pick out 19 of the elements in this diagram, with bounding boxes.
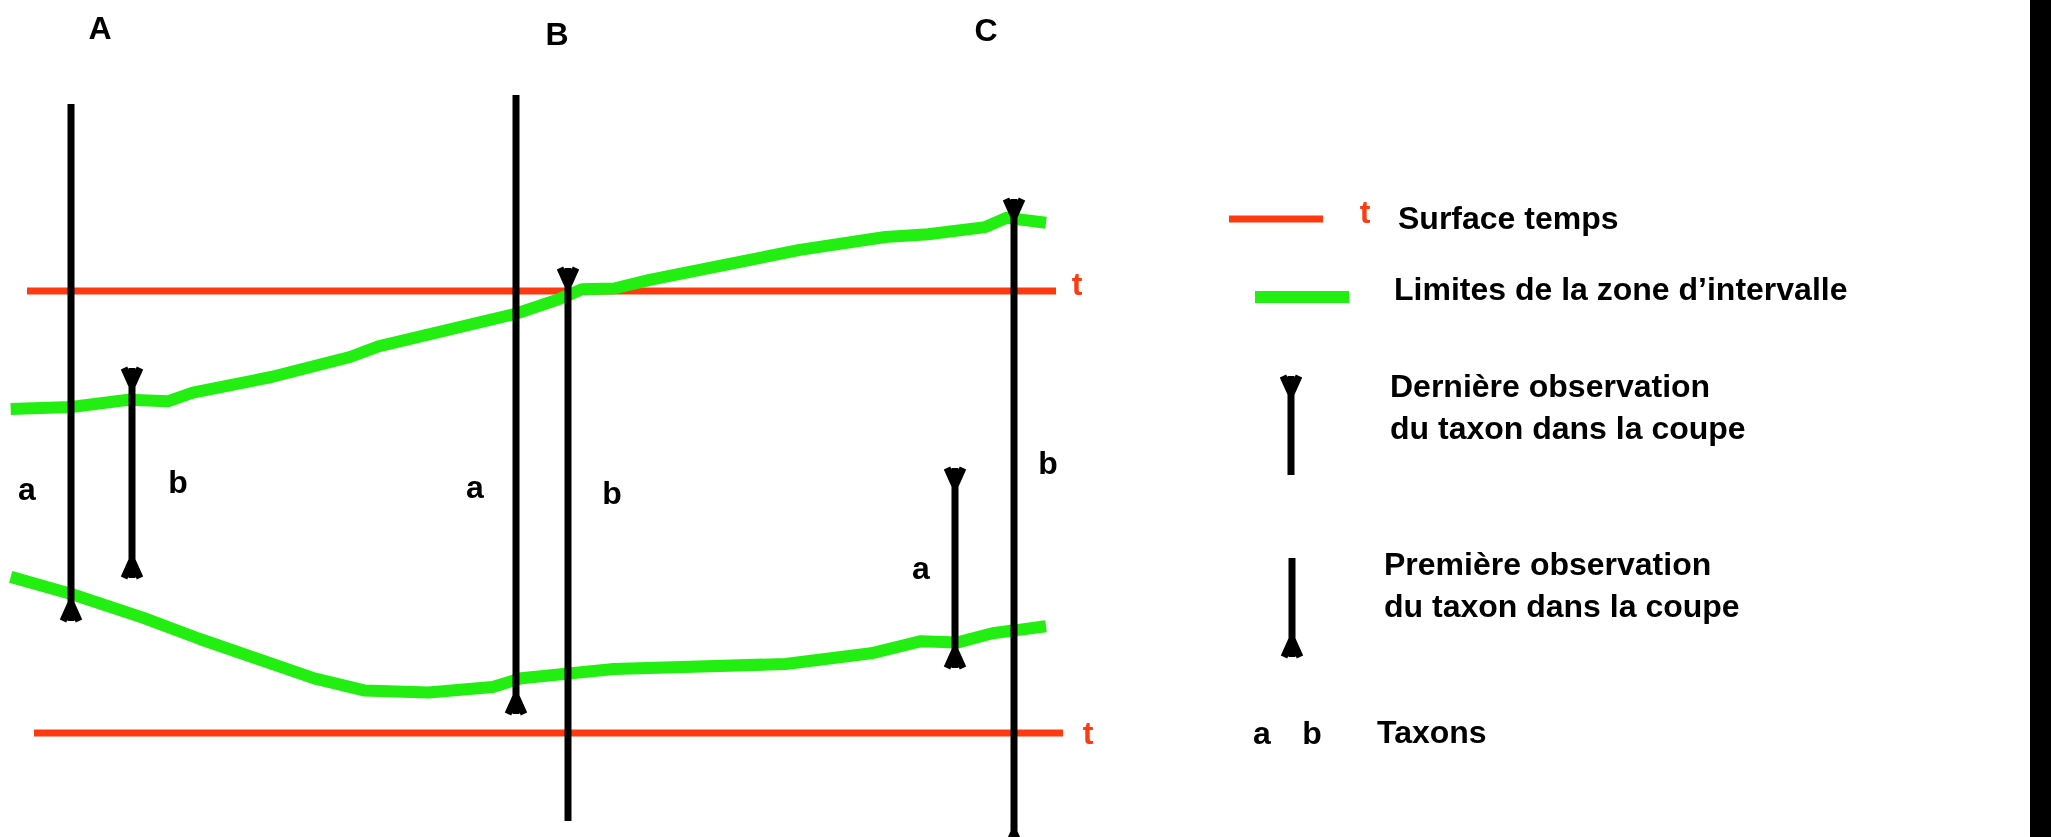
legend-sample-letter: a — [1253, 717, 1271, 749]
section-letter: B — [545, 18, 569, 50]
taxon-letter: b — [168, 466, 188, 498]
legend-text: Première observation du taxon dans la coupe — [1384, 545, 1741, 626]
legend-sample-letter: b — [1302, 717, 1322, 749]
legend-text: Surface temps — [1398, 199, 1620, 239]
taxon-letter: a — [466, 471, 484, 503]
legend-sample-letter: t — [1359, 196, 1371, 228]
legend-text: Taxons — [1377, 713, 1488, 753]
legend-text: Limites de la zone d’intervalle — [1394, 270, 1849, 310]
section-letter: A — [88, 12, 112, 44]
taxon-letter: a — [912, 552, 930, 584]
legend-text: Dernière observation du taxon dans la coupe — [1390, 367, 1747, 448]
time-surface-letter: t — [1071, 268, 1083, 300]
taxon-letter: a — [18, 473, 36, 505]
section-letter: C — [974, 14, 998, 46]
time-surface-letter: t — [1082, 717, 1094, 749]
taxon-letter: b — [1038, 447, 1058, 479]
taxon-letter: b — [602, 477, 622, 509]
